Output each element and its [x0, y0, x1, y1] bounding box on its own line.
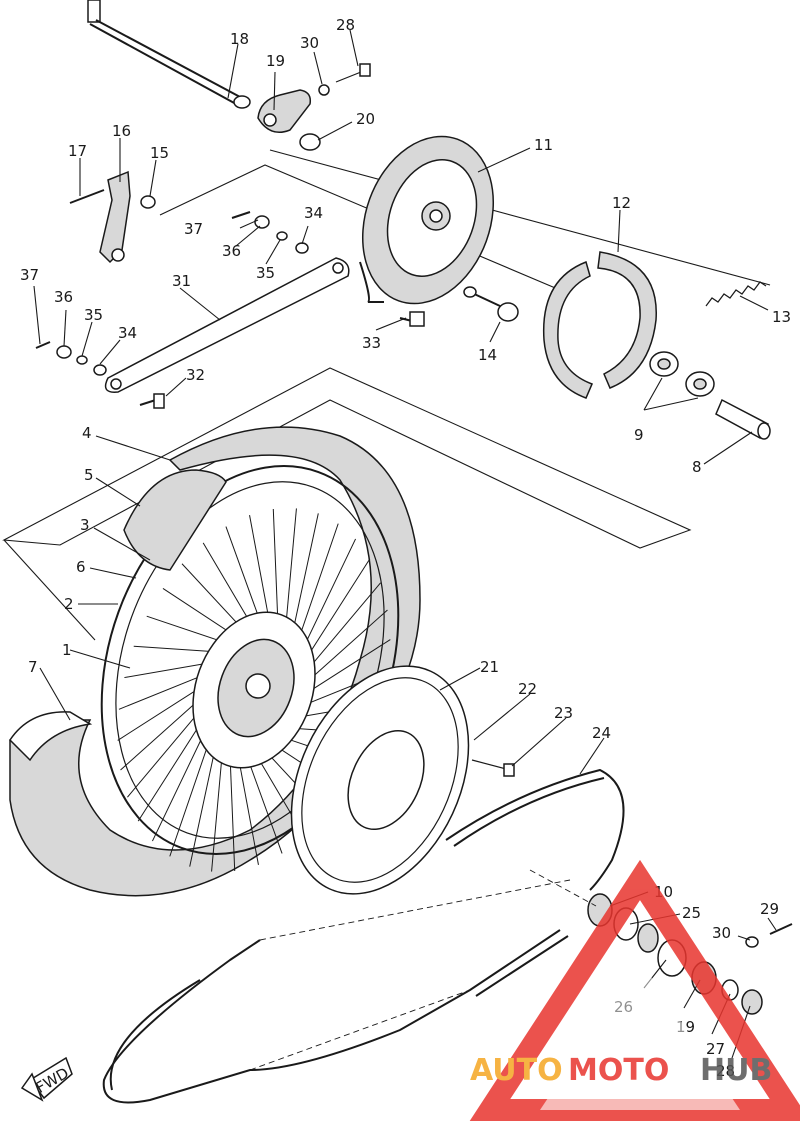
rear-hub [192, 611, 316, 769]
drive-chain [102, 768, 625, 1104]
brake-spring [705, 281, 767, 307]
callout-20: 20 [356, 110, 375, 128]
callout-34-left: 34 [118, 324, 137, 342]
callout-27: 27 [706, 1040, 725, 1058]
callout-2: 2 [64, 595, 74, 613]
callout-37-left: 37 [20, 266, 39, 284]
callout-12: 12 [612, 194, 631, 212]
callout-25: 25 [682, 904, 701, 922]
watermark-auto: AUTO [470, 1053, 563, 1088]
inner-tube [123, 469, 227, 571]
callout-13: 13 [772, 308, 791, 326]
callout-3: 3 [80, 516, 90, 534]
wheel-bearings [649, 351, 715, 397]
forward-arrow: FWD [20, 1056, 73, 1102]
callout-14: 14 [478, 346, 497, 364]
callout-28: 28 [336, 16, 355, 34]
callout-36: 36 [222, 242, 241, 260]
callout-21: 21 [480, 658, 499, 676]
watermark-moto: MOTO [568, 1053, 669, 1088]
brake-cam [463, 286, 519, 322]
callout-15: 15 [150, 144, 169, 162]
callout-37: 37 [184, 220, 203, 238]
callout-33: 33 [362, 334, 381, 352]
callout-35: 35 [256, 264, 275, 282]
callout-19: 19 [266, 52, 285, 70]
callout-36-left: 36 [54, 288, 73, 306]
callout-8: 8 [692, 458, 702, 476]
callout-4: 4 [82, 424, 92, 442]
rear-axle [87, 0, 251, 109]
callout-22: 22 [518, 680, 537, 698]
chain-puller-top [257, 63, 371, 151]
callout-1: 1 [62, 641, 72, 659]
leader-lines [33, 29, 777, 1059]
callout-11: 11 [534, 136, 553, 154]
callout-17: 17 [68, 142, 87, 160]
callout-6: 6 [76, 558, 86, 576]
torque-arm [35, 257, 350, 409]
callout-35-left: 35 [84, 306, 103, 324]
brake-backing-plate [359, 135, 495, 327]
callout-30: 30 [300, 34, 319, 52]
brake-rod-assembly [69, 170, 309, 264]
callout-18: 18 [230, 30, 249, 48]
callout-16: 16 [112, 122, 131, 140]
brake-shoe [542, 251, 657, 399]
rear-sprocket [290, 665, 515, 895]
callout-9: 9 [634, 426, 644, 444]
watermark-logo: AUTO MOTO HUB [469, 859, 800, 1121]
callout-24: 24 [592, 724, 611, 742]
callout-34: 34 [304, 204, 323, 222]
callout-23: 23 [554, 704, 573, 722]
callout-5: 5 [84, 466, 94, 484]
axle-spacer [715, 398, 771, 440]
callout-29: 29 [760, 900, 779, 918]
tube-cut-section [9, 711, 93, 762]
callout-30-lower: 30 [712, 924, 731, 942]
callout-32: 32 [186, 366, 205, 384]
callout-7: 7 [28, 658, 38, 676]
reference-box-hub [2, 367, 692, 641]
callout-31: 31 [172, 272, 191, 290]
watermark-hub: HUB [700, 1053, 772, 1088]
callout-28-lower: 28 [716, 1062, 735, 1080]
